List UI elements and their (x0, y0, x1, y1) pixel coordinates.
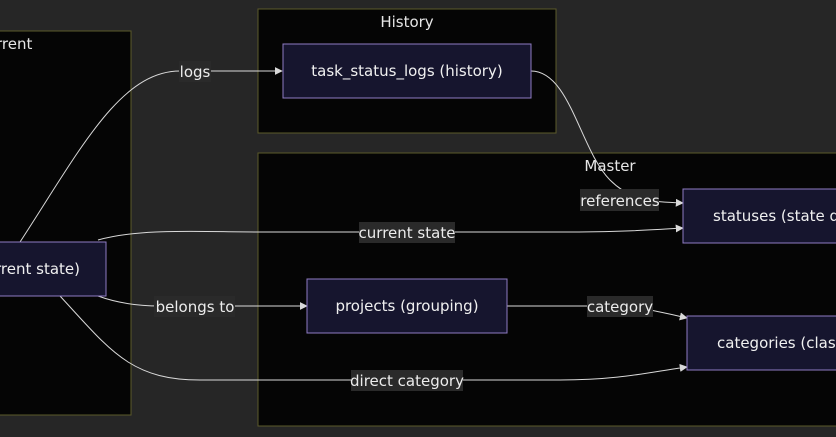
node-statuses-label: statuses (state d (713, 207, 836, 225)
node-projects-label: projects (grouping) (335, 297, 478, 315)
node-history-logs[interactable]: task_status_logs (history) (282, 43, 532, 99)
edge-label-logs-text: logs (180, 63, 211, 81)
edge-current-state (97, 224, 684, 241)
cluster-current-label: rrent (0, 35, 32, 53)
cluster-history-label: History (380, 13, 433, 31)
node-categories[interactable]: categories (class (686, 315, 836, 371)
edge-label-belongs-to: belongs to (154, 296, 235, 317)
edge-label-references: references (580, 189, 660, 211)
edge-label-references-text: references (580, 192, 660, 210)
node-categories-label: categories (class (717, 334, 836, 352)
node-projects[interactable]: projects (grouping) (306, 278, 508, 334)
cluster-master-label: Master (584, 157, 636, 175)
edge-label-current-state-text: current state (359, 224, 456, 242)
edge-label-category-text: category (587, 298, 653, 316)
node-history-logs-label: task_status_logs (history) (311, 62, 502, 81)
edge-label-current-state: current state (359, 222, 456, 243)
edge-direct-category (59, 295, 688, 381)
node-tasks-label: rrent state) (0, 260, 80, 278)
edge-label-category: category (587, 296, 653, 317)
cluster-current: rrent (0, 30, 132, 416)
edge-label-belongs-to-text: belongs to (156, 298, 235, 316)
edge-label-direct-category-text: direct category (350, 372, 464, 390)
edge-label-logs: logs (179, 61, 211, 82)
node-statuses[interactable]: statuses (state d (682, 188, 836, 244)
node-tasks[interactable]: rrent state) (0, 241, 107, 297)
edge-logs (19, 67, 283, 243)
edge-label-direct-category: direct category (350, 370, 464, 391)
